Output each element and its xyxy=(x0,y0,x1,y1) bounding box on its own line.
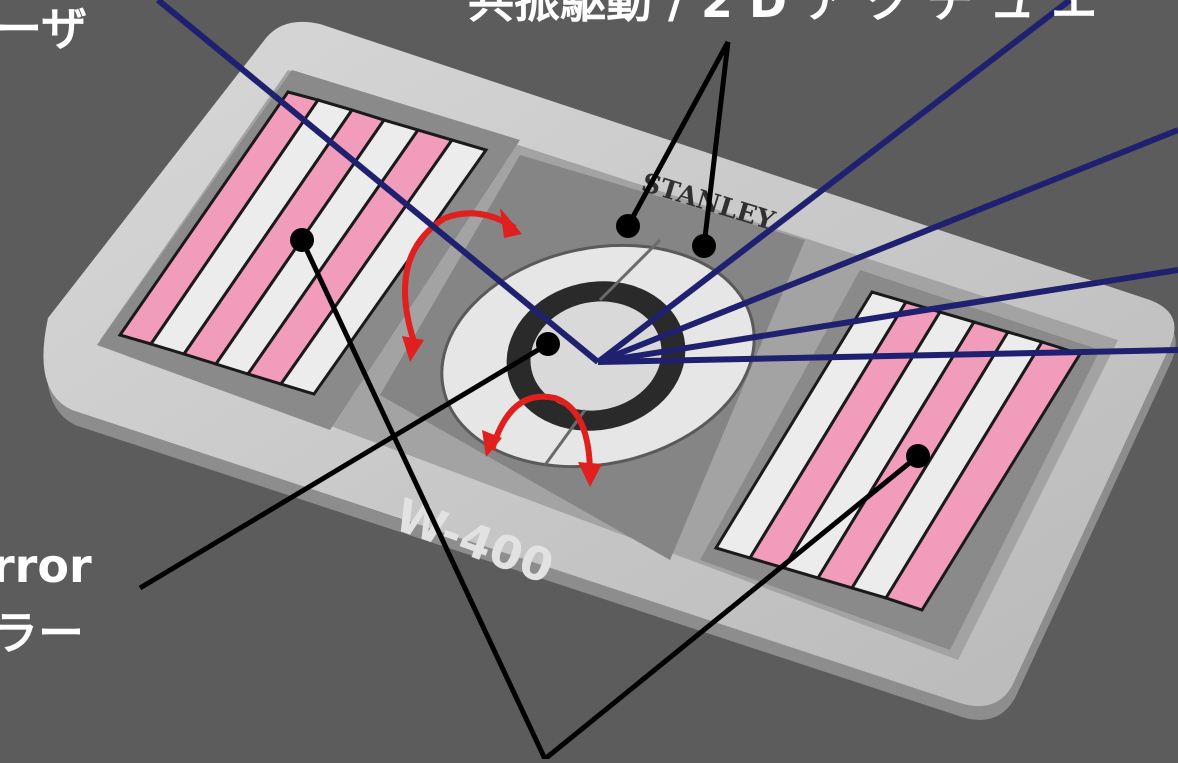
mirror-label-en: rror xyxy=(0,543,92,589)
mirror-label-ja: ラー xyxy=(0,610,84,656)
pointer-dot xyxy=(692,234,716,258)
pointer-dot xyxy=(290,228,314,252)
pointer-dot xyxy=(616,214,640,238)
laser-label-fragment: ーザ xyxy=(0,6,87,52)
pointer-dot xyxy=(536,332,560,356)
pointer-dot xyxy=(906,444,930,468)
actuator-label-fragment: 共振駆動 / 2 D ア ク チ ュ エ xyxy=(468,0,1097,24)
